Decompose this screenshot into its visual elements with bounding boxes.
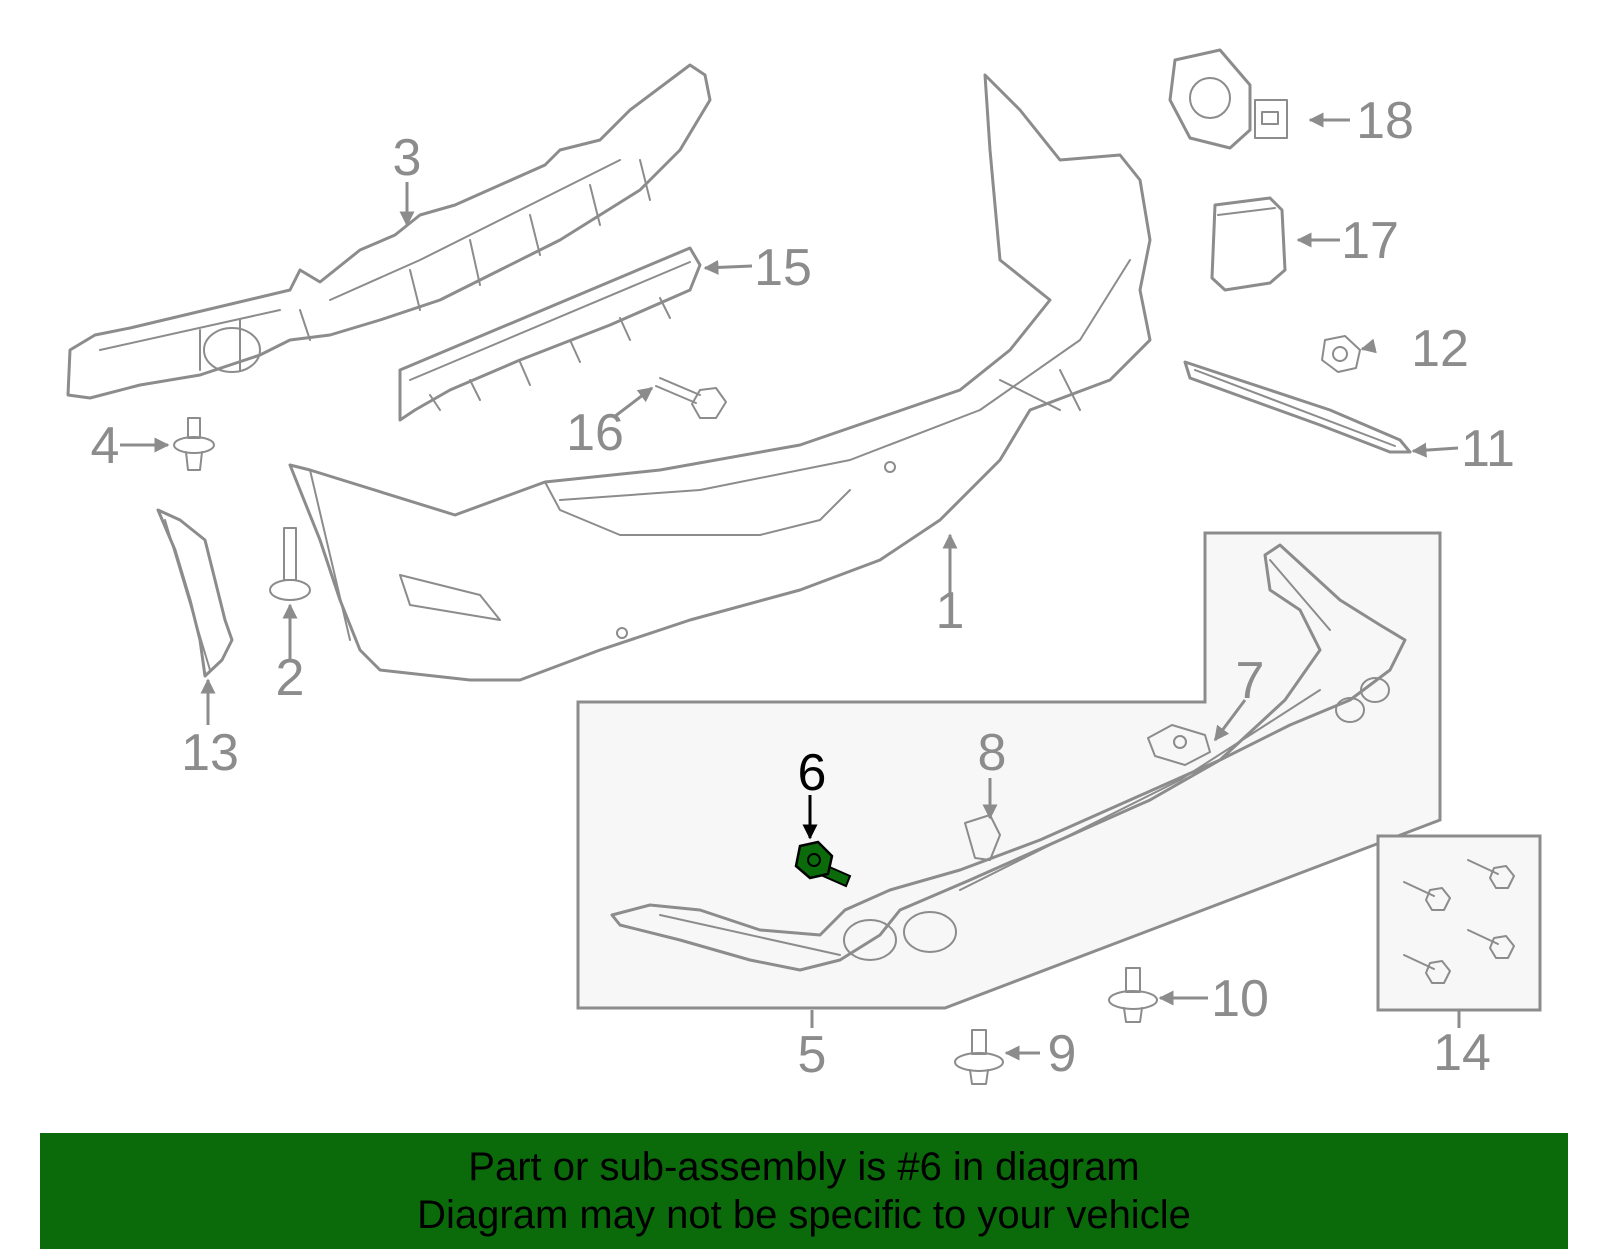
banner-line-disclaimer: Diagram may not be specific to your vehi… — [417, 1193, 1191, 1237]
callout-14: 14 — [1433, 1024, 1491, 1082]
energy-absorber-part — [66, 63, 712, 400]
callout-10: 10 — [1211, 970, 1269, 1028]
module-part-17 — [1210, 196, 1287, 292]
callout-4: 4 — [91, 417, 120, 475]
bolt-part-16 — [655, 377, 727, 419]
callout-17: 17 — [1341, 212, 1399, 270]
callout-13: 13 — [181, 724, 239, 782]
side-bracket-part — [156, 508, 234, 678]
push-pin-part-10 — [1108, 967, 1158, 1023]
nut-part-12 — [1321, 335, 1361, 373]
callout-9: 9 — [1048, 1025, 1077, 1083]
trim-strip-part-11 — [1183, 360, 1412, 454]
lower-valance-part — [610, 543, 1407, 972]
bolt-set-part-14 — [1403, 859, 1515, 984]
callout-6-highlighted: 6 — [798, 744, 827, 802]
bolt-set-box — [1376, 834, 1542, 1012]
callout-7: 7 — [1236, 652, 1265, 710]
screw-part-6-highlighted — [794, 840, 852, 888]
sub-assembly-box — [576, 531, 1442, 1010]
leader-lines — [120, 112, 1461, 1061]
callout-15: 15 — [754, 239, 812, 297]
callout-2: 2 — [276, 649, 305, 707]
stud-part — [269, 527, 311, 601]
callout-1: 1 — [936, 582, 965, 640]
bumper-cover-part — [288, 73, 1152, 682]
callout-5: 5 — [798, 1026, 827, 1084]
push-pin-part-4 — [173, 417, 215, 471]
push-pin-part-9 — [954, 1029, 1004, 1085]
callout-8: 8 — [978, 724, 1007, 782]
callout-12: 12 — [1411, 320, 1469, 378]
callout-18: 18 — [1356, 92, 1414, 150]
callout-11: 11 — [1461, 420, 1515, 478]
bumper-bracket-strip-part — [398, 246, 702, 422]
info-banner: Part or sub-assembly is #6 in diagram Di… — [40, 1133, 1568, 1249]
parts-diagram: 1 2 3 4 5 6 7 8 9 10 11 12 13 14 15 16 1… — [66, 48, 1542, 1085]
sensor-part-18 — [1168, 48, 1288, 150]
banner-line-part-number: Part or sub-assembly is #6 in diagram — [468, 1145, 1140, 1189]
clip-nut-part-7 — [1147, 724, 1211, 766]
callout-3: 3 — [393, 129, 422, 187]
callout-16: 16 — [566, 404, 624, 462]
